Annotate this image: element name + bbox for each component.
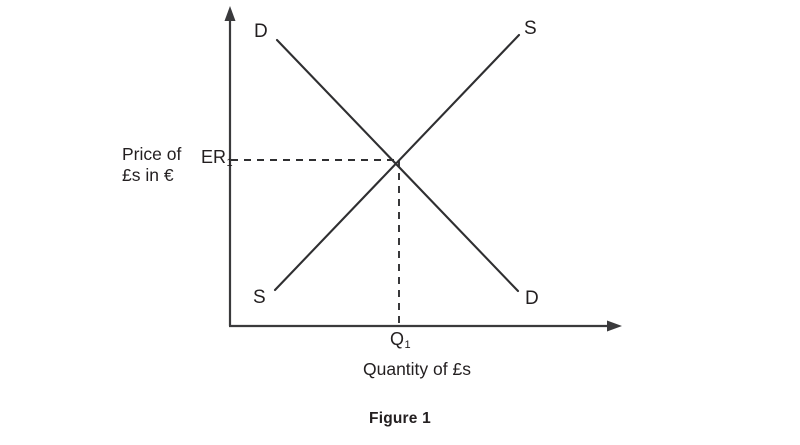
supply-curve-label-top: S	[524, 18, 537, 39]
supply-curve-label-bottom: S	[253, 287, 266, 308]
x-axis-arrowhead-icon	[607, 320, 622, 332]
supply-curve	[273, 33, 521, 292]
y-axis-title: Price of £s in €	[122, 144, 181, 187]
equilibrium-quantity-tick-base: Q	[390, 329, 405, 349]
equilibrium-quantity-tick-subscript: 1	[404, 339, 411, 351]
equilibrium-price-tick-label: ER1	[201, 147, 233, 169]
equilibrium-quantity-tick-label: Q1	[390, 329, 411, 351]
x-axis-title: Quantity of £s	[363, 359, 471, 379]
demand-curve-label-bottom: D	[525, 288, 539, 309]
equilibrium-price-tick-base: ER	[201, 147, 227, 167]
y-axis-arrowhead-icon	[224, 6, 236, 21]
equilibrium-price-tick-subscript: 1	[226, 157, 233, 169]
y-axis-title-line-2: £s in €	[122, 165, 174, 186]
y-axis-title-line-1: Price of	[122, 144, 182, 164]
demand-curve	[275, 38, 520, 293]
demand-curve-label-top: D	[254, 21, 268, 42]
figure-caption: Figure 1	[369, 410, 431, 427]
